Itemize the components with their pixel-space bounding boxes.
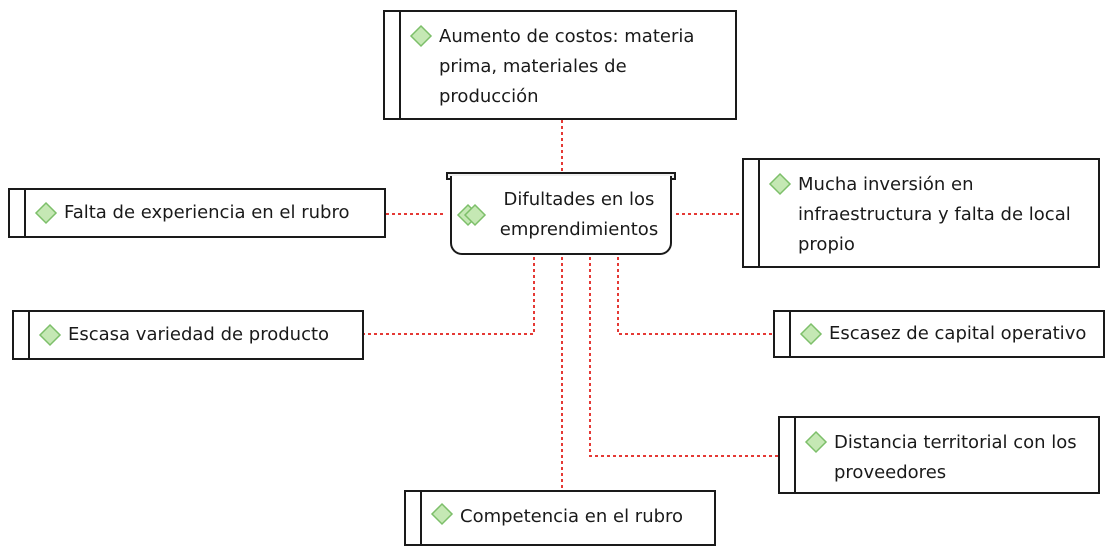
node-label: Escasa variedad de producto (68, 324, 330, 345)
green-diamond-icon (34, 201, 58, 225)
node-side-bar (780, 418, 796, 492)
green-diamond-icon (38, 323, 62, 347)
node-side-bar (406, 492, 422, 544)
node-label: Aumento de costos: materia prima, materi… (439, 26, 695, 107)
connector-escasa-variedad (364, 257, 535, 335)
node-distancia-territorial[interactable]: Distancia territorial con los proveedore… (778, 416, 1100, 494)
node-falta-experiencia[interactable]: Falta de experiencia en el rubro (8, 188, 386, 238)
node-side-bar (775, 312, 791, 356)
node-label: Competencia en el rubro (460, 506, 684, 527)
node-side-bar (14, 312, 30, 358)
green-diamond-icon (804, 430, 828, 454)
node-side-bar (385, 12, 401, 118)
node-label: Distancia territorial con los proveedore… (834, 432, 1077, 483)
node-label: Falta de experiencia en el rubro (64, 202, 350, 223)
green-diamond-icon (768, 172, 792, 196)
connector-distancia (589, 257, 778, 457)
green-diamond-icon (430, 502, 454, 526)
central-node-label: Difultades en los emprendimientos (499, 188, 659, 240)
green-diamond-icon (409, 24, 433, 48)
double-diamond-icon (456, 203, 486, 226)
node-label: Mucha inversión en infraestructura y fal… (798, 174, 1071, 255)
node-mucha-inversion[interactable]: Mucha inversión en infraestructura y fal… (742, 158, 1100, 268)
node-side-bar (744, 160, 760, 266)
node-escasa-variedad[interactable]: Escasa variedad de producto (12, 310, 364, 360)
node-side-bar (10, 190, 26, 236)
node-label: Escasez de capital operativo (829, 323, 1087, 344)
node-aumento-costos[interactable]: Aumento de costos: materia prima, materi… (383, 10, 737, 120)
node-escasez-capital[interactable]: Escasez de capital operativo (773, 310, 1105, 358)
green-diamond-icon (799, 322, 823, 346)
node-competencia[interactable]: Competencia en el rubro (404, 490, 716, 546)
central-node[interactable]: Difultades en los emprendimientos (450, 176, 672, 255)
connector-escasez-capital (617, 257, 773, 335)
